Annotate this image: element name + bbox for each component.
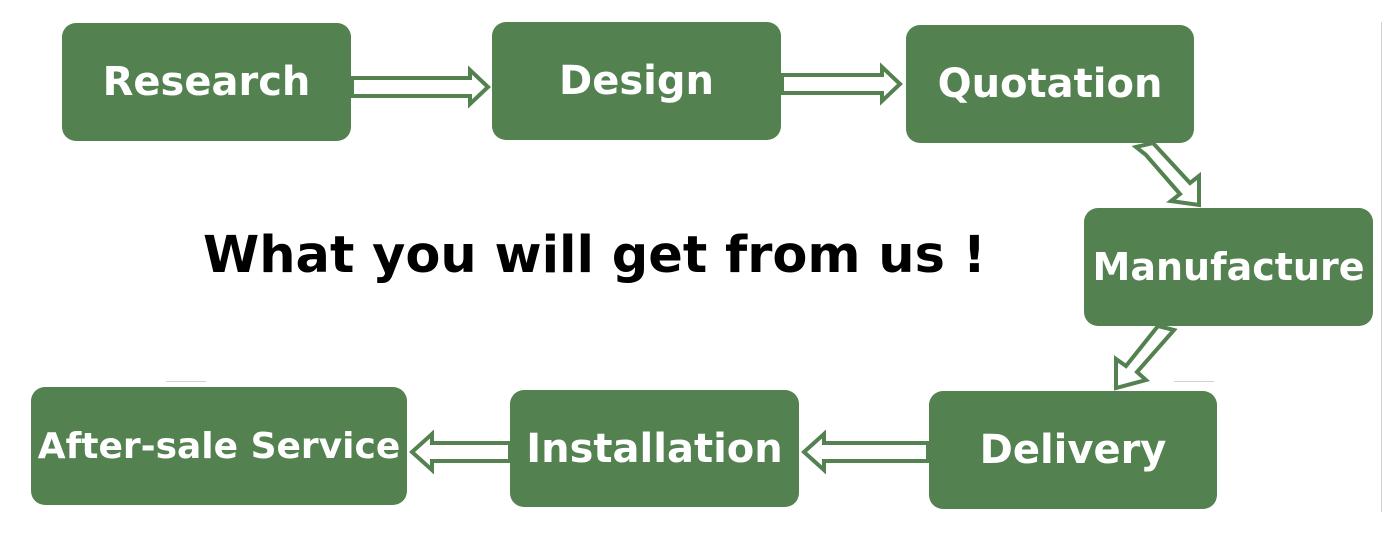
- step-after-sale-service: After-sale Service: [31, 387, 407, 505]
- step-label: Manufacture: [1092, 245, 1365, 289]
- step-label: After-sale Service: [37, 425, 401, 467]
- step-delivery: Delivery: [929, 391, 1217, 509]
- edge-mark-left: [166, 381, 206, 382]
- step-label: Design: [559, 58, 714, 104]
- diagram-heading: What you will get from us !: [203, 226, 986, 285]
- page-edge-rule: [1381, 22, 1382, 512]
- arrow-research-to-design: [350, 65, 491, 109]
- step-quotation: Quotation: [906, 25, 1194, 143]
- step-installation: Installation: [510, 390, 799, 507]
- step-label: Delivery: [979, 427, 1167, 473]
- arrow-quotation-to-manufacture: [1131, 140, 1201, 208]
- step-design: Design: [492, 22, 781, 140]
- step-label: Research: [102, 59, 311, 105]
- step-label: Installation: [526, 425, 783, 472]
- arrow-manufacture-to-delivery: [1114, 323, 1178, 391]
- arrow-installation-to-aftersale: [409, 429, 512, 475]
- arrow-delivery-to-installation: [801, 429, 930, 475]
- edge-mark-right: [1174, 381, 1214, 382]
- step-label: Quotation: [937, 61, 1163, 107]
- step-manufacture: Manufacture: [1084, 208, 1373, 326]
- step-research: Research: [62, 23, 351, 141]
- arrow-design-to-quotation: [780, 62, 903, 106]
